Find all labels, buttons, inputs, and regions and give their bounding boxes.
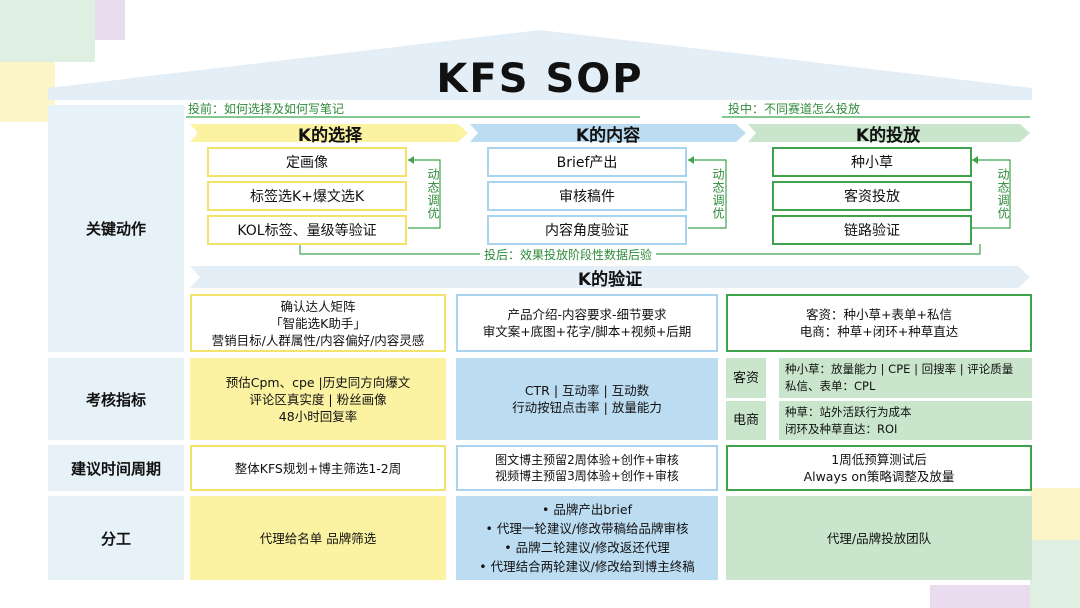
step-kol-verify: KOL标签、量级等验证	[207, 215, 407, 245]
metrics-text-line: 闭环及种草直达：ROI	[785, 421, 898, 436]
verify-text-line: 客资：种小草+表单+私信	[806, 307, 952, 322]
metrics-text-line: 行动按钮点击率 | 放量能力	[512, 400, 662, 415]
roles-text-line: 代理/品牌投放团队	[826, 530, 932, 546]
row-label-metrics: 考核指标	[48, 358, 184, 440]
step-link-verify: 链路验证	[772, 215, 972, 245]
roles-text-line: • 代理结合两轮建议/修改给到博主终稿	[479, 559, 695, 574]
page-title: KFS SOP	[436, 56, 644, 102]
roles-text-line: • 代理一轮建议/修改带稿给品牌审核	[485, 521, 689, 536]
row-label-key-actions: 关键动作	[85, 220, 146, 238]
step-content-verify: 内容角度验证	[487, 215, 687, 245]
metrics-text-line: 私信、表单：CPL	[785, 379, 876, 393]
roles-text-line: • 品牌产出brief	[542, 502, 632, 517]
metrics-tag-ecommerce: 电商	[726, 401, 766, 440]
metrics-cell-selection: 预估Cpm、cpe |历史同方向爆文 评论区真实度 | 粉丝画像 48小时回复率	[190, 358, 446, 440]
cycle-text-line: 图文博主预留2周体验+创作+审核	[495, 453, 679, 467]
step-seed-grass: 种小草	[772, 147, 972, 177]
roles-cell-selection: 代理给名单 品牌筛选	[190, 496, 446, 580]
note-after: 投后：效果投放阶段性数据后验	[480, 246, 657, 263]
loop-label-delivery: 动态调优	[996, 168, 1010, 220]
metrics-text-line: 预估Cpm、cpe |历史同方向爆文	[225, 374, 411, 390]
decor-block-green-br	[1030, 540, 1080, 608]
roles-text-line: 代理给名单 品牌筛选	[259, 530, 377, 546]
loop-label-selection: 动态调优	[426, 168, 440, 220]
step-define-persona: 定画像	[207, 147, 407, 177]
step-brief: Brief产出	[487, 147, 687, 177]
metrics-text-line: CTR | 互动率 | 互动数	[524, 383, 650, 398]
metrics-cell-leads: 种小草：放量能力 | CPE | 回搜率 | 评论质量 私信、表单：CPL	[779, 358, 1032, 398]
roles-text-line: • 品牌二轮建议/修改返还代理	[504, 540, 670, 555]
decor-block-green	[0, 0, 95, 62]
verify-cell-delivery: 客资：种小草+表单+私信 电商：种草+闭环+种草直达	[726, 294, 1032, 352]
verify-cell-selection: 确认达人矩阵 「智能选K助手」 营销目标/人群属性/内容偏好/内容灵感	[190, 294, 446, 352]
phase-label-content: K的内容	[575, 125, 641, 146]
verify-label: K的验证	[577, 269, 643, 290]
metrics-cell-content: CTR | 互动率 | 互动数 行动按钮点击率 | 放量能力	[456, 358, 718, 440]
verify-text-line: 确认达人矩阵	[280, 298, 356, 314]
verify-text-line: 产品介绍-内容要求-细节要求	[507, 307, 667, 322]
roles-cell-delivery: 代理/品牌投放团队	[726, 496, 1032, 580]
decor-block-purple	[95, 0, 125, 40]
verify-text-line: 电商：种草+闭环+种草直达	[799, 324, 959, 339]
loop-label-content: 动态调优	[711, 168, 725, 220]
metrics-text-line: 48小时回复率	[278, 408, 358, 424]
note-before: 投前：如何选择及如何写笔记	[188, 102, 345, 116]
cycle-text-line: Always on策略调整及放量	[803, 469, 955, 484]
metrics-cell-ecommerce: 种草：站外活跃行为成本 闭环及种草直达：ROI	[779, 401, 1032, 440]
cycle-text-line: 1周低预算测试后	[831, 452, 927, 467]
metrics-text-line: 评论区真实度 | 粉丝画像	[249, 391, 387, 407]
metrics-text-line: 种草：站外活跃行为成本	[785, 404, 912, 419]
phase-label-delivery: K的投放	[855, 125, 921, 146]
step-lead-delivery: 客资投放	[772, 181, 972, 211]
verify-text-line: 营销目标/人群属性/内容偏好/内容灵感	[211, 332, 425, 348]
decor-block-yellow	[0, 62, 55, 122]
verify-cell-content: 产品介绍-内容要求-细节要求 审文案+底图+花字/脚本+视频+后期	[456, 294, 718, 352]
step-tag-select-k: 标签选K+爆文选K	[207, 181, 407, 211]
metrics-text-line: 种小草：放量能力 | CPE | 回搜率 | 评论质量	[785, 362, 1014, 376]
verify-text-line: 「智能选K助手」	[270, 315, 366, 331]
metrics-tag-leads: 客资	[726, 358, 766, 398]
step-review-draft: 审核稿件	[487, 181, 687, 211]
cycle-cell-content: 图文博主预留2周体验+创作+审核 视频博主预留3周体验+创作+审核	[456, 445, 718, 491]
verify-text-line: 审文案+底图+花字/脚本+视频+后期	[482, 324, 692, 339]
roles-cell-content: • 品牌产出brief • 代理一轮建议/修改带稿给品牌审核 • 品牌二轮建议/…	[456, 496, 718, 580]
phase-label-selection: K的选择	[297, 125, 363, 146]
cycle-cell-delivery: 1周低预算测试后 Always on策略调整及放量	[726, 445, 1032, 491]
cycle-text-line: 视频博主预留3周体验+创作+审核	[495, 469, 679, 483]
row-label-cycle: 建议时间周期	[48, 445, 184, 491]
row-label-roles: 分工	[48, 496, 184, 580]
cycle-cell-selection: 整体KFS规划+博主筛选1-2周	[190, 445, 446, 491]
cycle-text-line: 整体KFS规划+博主筛选1-2周	[234, 460, 402, 476]
note-during: 投中：不同赛道怎么投放	[728, 102, 861, 116]
decor-block-purple-br	[930, 585, 1030, 608]
